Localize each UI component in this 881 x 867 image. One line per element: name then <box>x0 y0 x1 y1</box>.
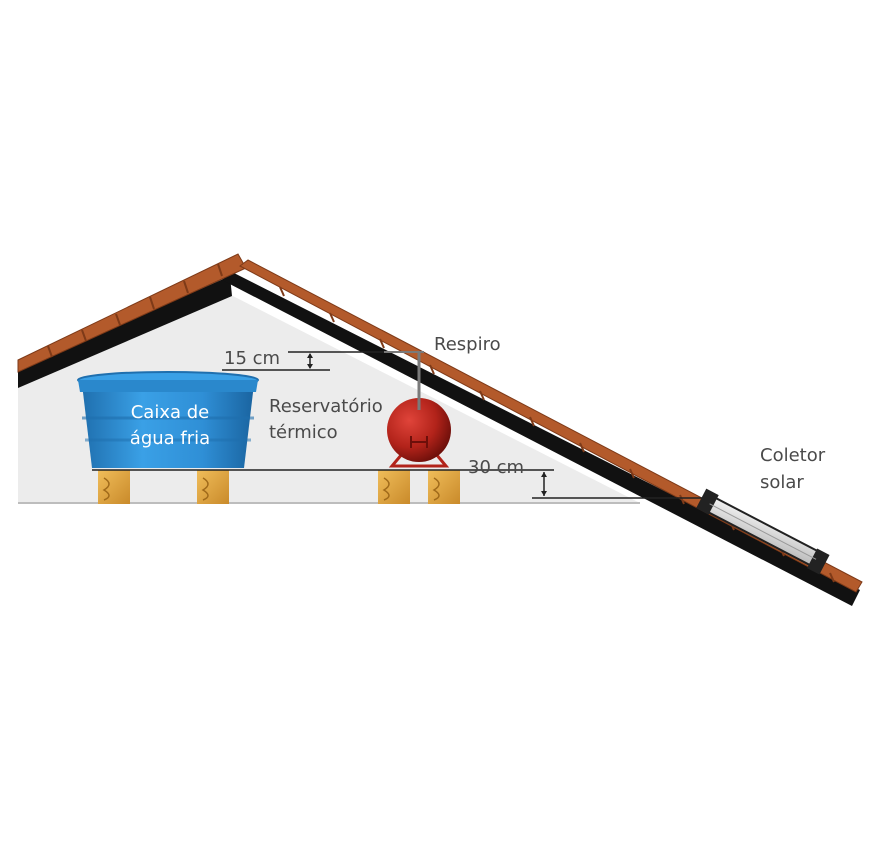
wood-support-reservoir-right <box>428 470 460 504</box>
solar-collector <box>696 488 830 575</box>
wood-support-tank-left <box>98 470 130 504</box>
water-tank-label-line2: água fria <box>129 428 211 449</box>
reservoir-label-line1: Reservatório <box>269 396 383 417</box>
wood-support-reservoir-left <box>378 470 410 504</box>
wood-grain <box>102 477 440 501</box>
reservoir-label-line2: térmico <box>269 422 338 443</box>
water-tank-label-line1: Caixa de <box>130 402 210 423</box>
respiro-label: Respiro <box>434 334 501 355</box>
water-tank <box>77 371 259 468</box>
dimension-30cm-label: 30 cm <box>468 457 525 478</box>
thermal-reservoir <box>387 398 451 462</box>
roof-beam-right <box>222 272 860 606</box>
wood-support-tank-right <box>197 470 229 504</box>
roof-beam-left <box>18 276 232 388</box>
dimension-15cm-label: 15 cm <box>224 348 281 369</box>
collector-label-line2: solar <box>760 472 804 493</box>
collector-label-line1: Coletor <box>760 445 826 466</box>
tile-ridges-left <box>47 263 223 358</box>
